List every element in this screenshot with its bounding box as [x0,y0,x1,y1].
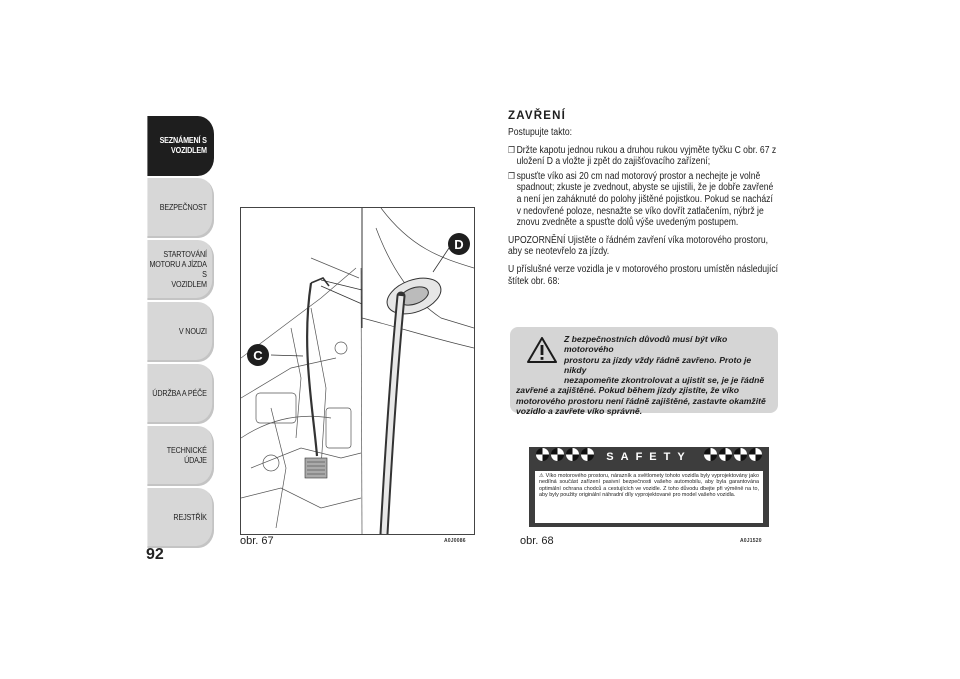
checkbox-bullet-icon: ❒ [508,144,515,155]
list-item-text: spusťte víko asi 20 cm nad motorový pros… [516,170,774,229]
tab-label: VOZIDLEM [171,280,207,289]
tab-label: VOZIDLEM [171,146,207,155]
text-column: ZAVŘENÍ Postupujte takto: ❒ Držte kapotu… [508,110,780,293]
tab-label: SEZNÁMENÍ S [159,136,207,145]
checker-disc-icon [734,448,747,461]
tab-label: ÚDRŽBA A PÉČE [152,389,207,398]
page-number: 92 [146,546,164,563]
warning-line: zavřené a zajištěné. Pokud během jízdy z… [516,385,766,417]
checker-discs-right [703,448,763,466]
figure-67-code: A0J0086 [444,538,466,544]
tab-label: V NOUZI [178,327,207,336]
tab-label: REJSTŘÍK [173,513,207,522]
figure-68-caption: obr. 68 [520,535,554,547]
safety-label-body: ⚠ Víko motorového prostoru, nárazník a s… [535,471,763,523]
warning-line: prostoru za jízdy vždy řádně zavřeno. Pr… [564,354,752,375]
safety-label-header: SAFETY [529,447,769,467]
callout-d-icon [448,233,470,255]
safety-body-text: Víko motorového prostoru, nárazník a svě… [539,473,759,499]
tab-label: STARTOVÁNÍ [163,250,207,259]
tab-technicke-udaje[interactable]: TECHNICKÉ ÚDAJE [147,426,214,486]
figure-67-hood-prop-illustration: D C [240,207,475,539]
checker-disc-icon [536,448,549,461]
callout-d-label: D [454,237,463,252]
figure-67-caption: obr. 67 [240,535,274,547]
checker-discs-left [535,448,595,466]
tab-udrzba-a-pece[interactable]: ÚDRŽBA A PÉČE [147,364,214,424]
list-item: ❒ spusťte víko asi 20 cm nad motorový pr… [508,171,779,229]
tab-label: BEZPEČNOST [159,203,207,212]
tab-label: MOTORU A JÍZDA S [149,260,207,279]
note-text: UPOZORNĚNÍ Ujistěte o řádném zavření vík… [508,234,769,258]
callout-c-label: C [253,348,263,363]
warning-text: Z bezpečnostních důvodů musí být víko mo… [516,334,772,416]
figure-68-safety-label: SAFETY ⚠ Víko motorového prostoru, náraz… [529,447,769,527]
section-heading: ZAVŘENÍ [508,110,567,122]
intro-text: Postupujte takto: [508,127,573,138]
figure-68-code: A0J1520 [740,538,762,544]
checker-disc-icon [566,448,579,461]
tab-label: TECHNICKÉ ÚDAJE [166,446,207,465]
tab-rejstrik[interactable]: REJSTŘÍK [147,488,214,548]
hood-prop-drawing: D C [240,207,475,539]
checker-disc-icon [719,448,732,461]
checker-disc-icon [551,448,564,461]
tab-v-nouzi[interactable]: V NOUZI [147,302,214,362]
checkbox-bullet-icon: ❒ [508,170,515,181]
label-note-text: U příslušné verze vozidla je v motorovéh… [508,263,779,287]
checker-disc-icon [704,448,717,461]
checker-disc-icon [581,448,594,461]
checker-disc-icon [749,448,762,461]
warning-line: Z bezpečnostních důvodů musí být víko mo… [564,334,728,355]
small-warning-icon: ⚠ [539,473,544,479]
warning-triangle-icon [527,337,557,363]
warning-line: nezapomeňte zkontrolovat a ujistit se, j… [564,375,765,386]
callout-c-icon [247,344,269,366]
tab-bezpecnost[interactable]: BEZPEČNOST [147,178,214,238]
warning-box: Z bezpečnostních důvodů musí být víko mo… [510,327,778,416]
list-item: ❒ Držte kapotu jednou rukou a druhou ruk… [508,145,779,168]
safety-title: SAFETY [606,451,692,463]
list-item-text: Držte kapotu jednou rukou a druhou rukou… [516,144,777,168]
